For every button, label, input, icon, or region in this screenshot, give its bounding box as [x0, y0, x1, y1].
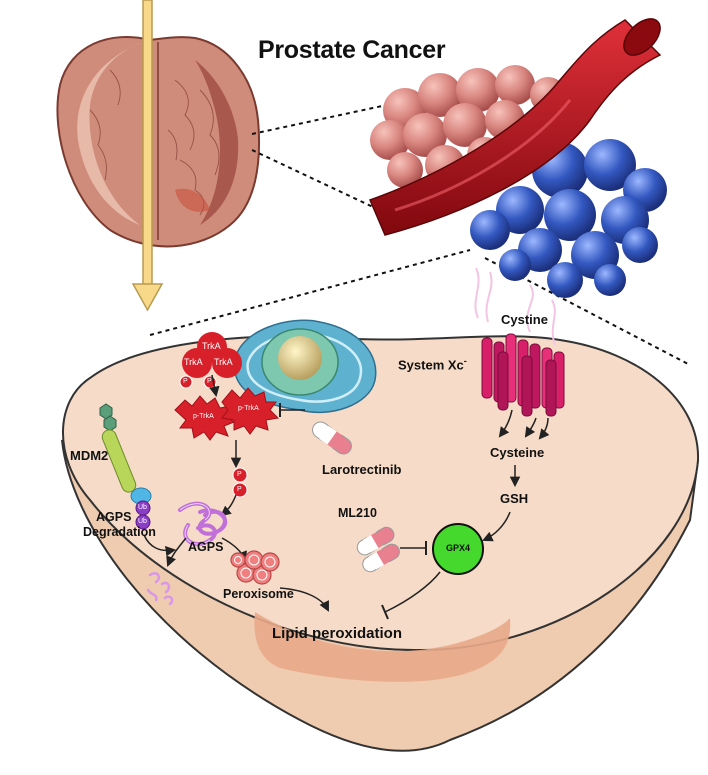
label-p-trka-1: p-TrkA [193, 413, 214, 420]
zoom-lines [149, 99, 691, 366]
label-ub-2: Ub [138, 518, 147, 525]
label-trka-left: TrkA [184, 357, 203, 367]
label-trka-top: TrkA [202, 341, 221, 351]
label-agps-degradation-1: AGPS [96, 510, 132, 524]
label-ub-1: Ub [138, 504, 147, 511]
label-cysteine: Cysteine [490, 445, 545, 460]
label-gsh: GSH [500, 491, 529, 506]
trka-complex [179, 332, 242, 398]
gsh-pathway-arrows [482, 465, 521, 542]
label-trka-right: TrkA [214, 357, 233, 367]
label-agps: AGPS [188, 540, 224, 554]
label-system-xc: System Xc- [398, 356, 467, 373]
label-larotrectinib: Larotrectinib [322, 462, 402, 477]
mdm2-protein [99, 403, 177, 557]
label-p-3: P [237, 471, 242, 478]
downward-arrow [131, 0, 164, 312]
tumor-illustration [368, 18, 667, 298]
ml210-pill [356, 526, 427, 573]
p-trka-shapes [174, 387, 280, 441]
label-ml210: ML210 [338, 506, 377, 520]
agps-protein [166, 501, 247, 567]
label-agps-degradation-2: Degradation [83, 525, 156, 539]
label-p-1: P [183, 378, 188, 385]
lipid-band [254, 612, 511, 682]
larotrectinib-pill [279, 403, 352, 455]
system-xc-transporter [474, 267, 565, 440]
peroxisome [230, 550, 329, 612]
diagram-title: Prostate Cancer [258, 36, 446, 64]
label-p-trka-2: p-TrkA [238, 405, 259, 412]
label-mdm2: MDM2 [70, 448, 109, 463]
label-gpx4: GPX4 [446, 543, 471, 553]
label-cystine: Cystine [501, 312, 548, 327]
label-lipid-peroxidation: Lipid peroxidation [272, 625, 402, 642]
prostate-illustration [56, 36, 261, 248]
label-p-2: P [207, 378, 212, 385]
label-p-4: P [237, 486, 242, 493]
label-peroxisome: Peroxisome [223, 587, 294, 601]
gpx4-node [381, 523, 484, 620]
phospho-pair [220, 440, 248, 517]
degraded-agps [146, 572, 174, 606]
